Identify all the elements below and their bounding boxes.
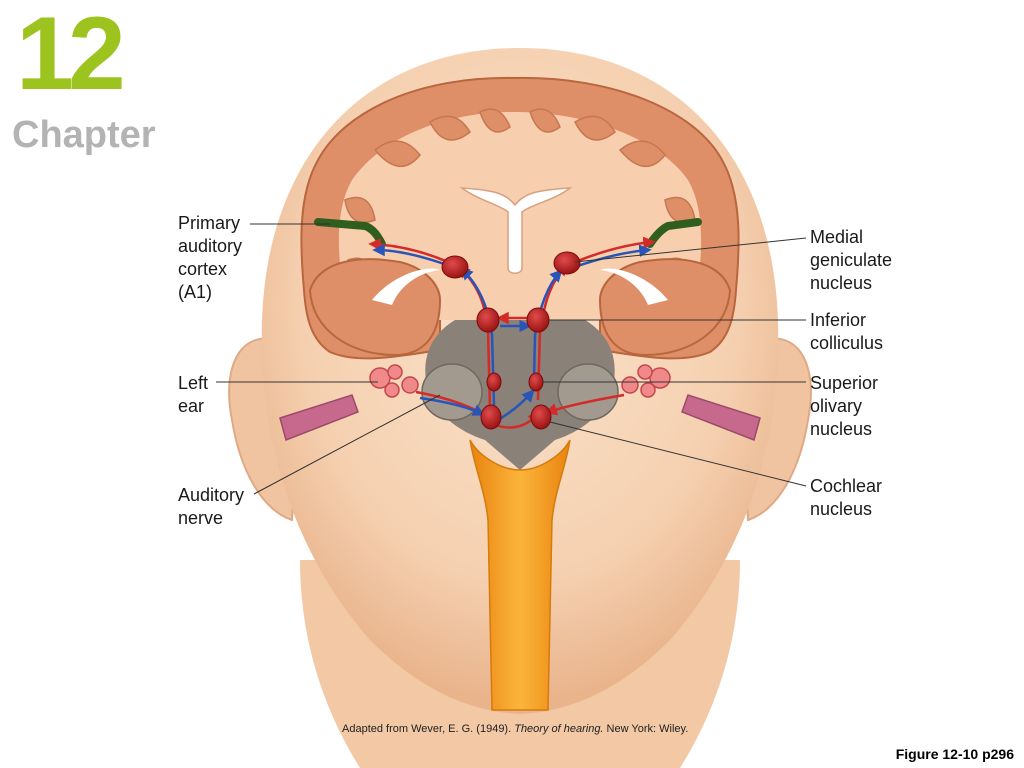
pathway-blue-right-ascend — [532, 269, 563, 381]
left-inferior-colliculus — [476, 307, 500, 333]
leader-cochlear-nucleus — [549, 421, 807, 487]
left-ear-canal — [279, 394, 359, 442]
right-superior-olivary-nucleus — [528, 372, 544, 392]
left-cochlea — [369, 364, 419, 398]
label-left-ear: Left ear — [178, 373, 209, 416]
right-medial-geniculate-nucleus — [553, 251, 581, 275]
credit-suffix: New York: Wiley. — [603, 723, 689, 735]
label-auditory-nerve: Auditory nerve — [178, 485, 245, 528]
label-primary-auditory-cortex: Primary auditory cortex (A1) — [178, 213, 243, 302]
chapter-word: Chapter — [12, 114, 156, 156]
left-cochlear-nucleus — [480, 404, 502, 430]
left-cerebellar-peduncle — [421, 363, 483, 421]
left-medial-geniculate-nucleus — [441, 255, 469, 279]
right-ear-canal — [681, 394, 761, 442]
source-credit: Adapted from Wever, E. G. (1949). Theory… — [342, 723, 688, 735]
brainstem-body — [425, 320, 615, 470]
leader-medial-geniculate — [574, 237, 807, 263]
brain — [300, 76, 740, 360]
figure-reference: Figure 12-10 p296 — [895, 746, 1014, 762]
credit-prefix: Adapted from Wever, E. G. (1949). — [342, 723, 515, 735]
pathway-blue-nerve — [419, 396, 486, 416]
pathway-blue-left-ascend — [460, 267, 496, 406]
right-sylvian-fissure — [600, 268, 668, 305]
leader-auditory-nerve — [253, 394, 441, 495]
nuclei — [441, 251, 581, 430]
ear-structures — [279, 364, 761, 442]
spinal-cord — [469, 439, 571, 711]
chapter-number: 12 — [16, 0, 126, 112]
left-superior-olivary-nucleus — [486, 372, 502, 392]
pathway-red-right-ear — [544, 393, 625, 416]
pathway-red-right-cortex — [574, 236, 656, 264]
label-cochlear-nucleus: Cochlear nucleus — [810, 476, 883, 519]
label-medial-geniculate-nucleus: Medial geniculate nucleus — [810, 227, 893, 293]
right-inferior-colliculus — [526, 307, 550, 333]
right-cochlear-nucleus — [530, 404, 552, 430]
right-cochlea — [621, 364, 671, 398]
leader-lines — [216, 223, 807, 495]
pathway-blue-cross — [497, 389, 535, 422]
right-cerebellar-peduncle — [557, 363, 619, 421]
label-superior-olivary-nucleus: Superior olivary nucleus — [810, 373, 879, 439]
left-sylvian-fissure — [372, 268, 440, 305]
ventricles — [459, 187, 573, 274]
label-inferior-colliculus: Inferior colliculus — [810, 310, 884, 353]
credit-title: Theory of hearing. — [514, 723, 604, 735]
